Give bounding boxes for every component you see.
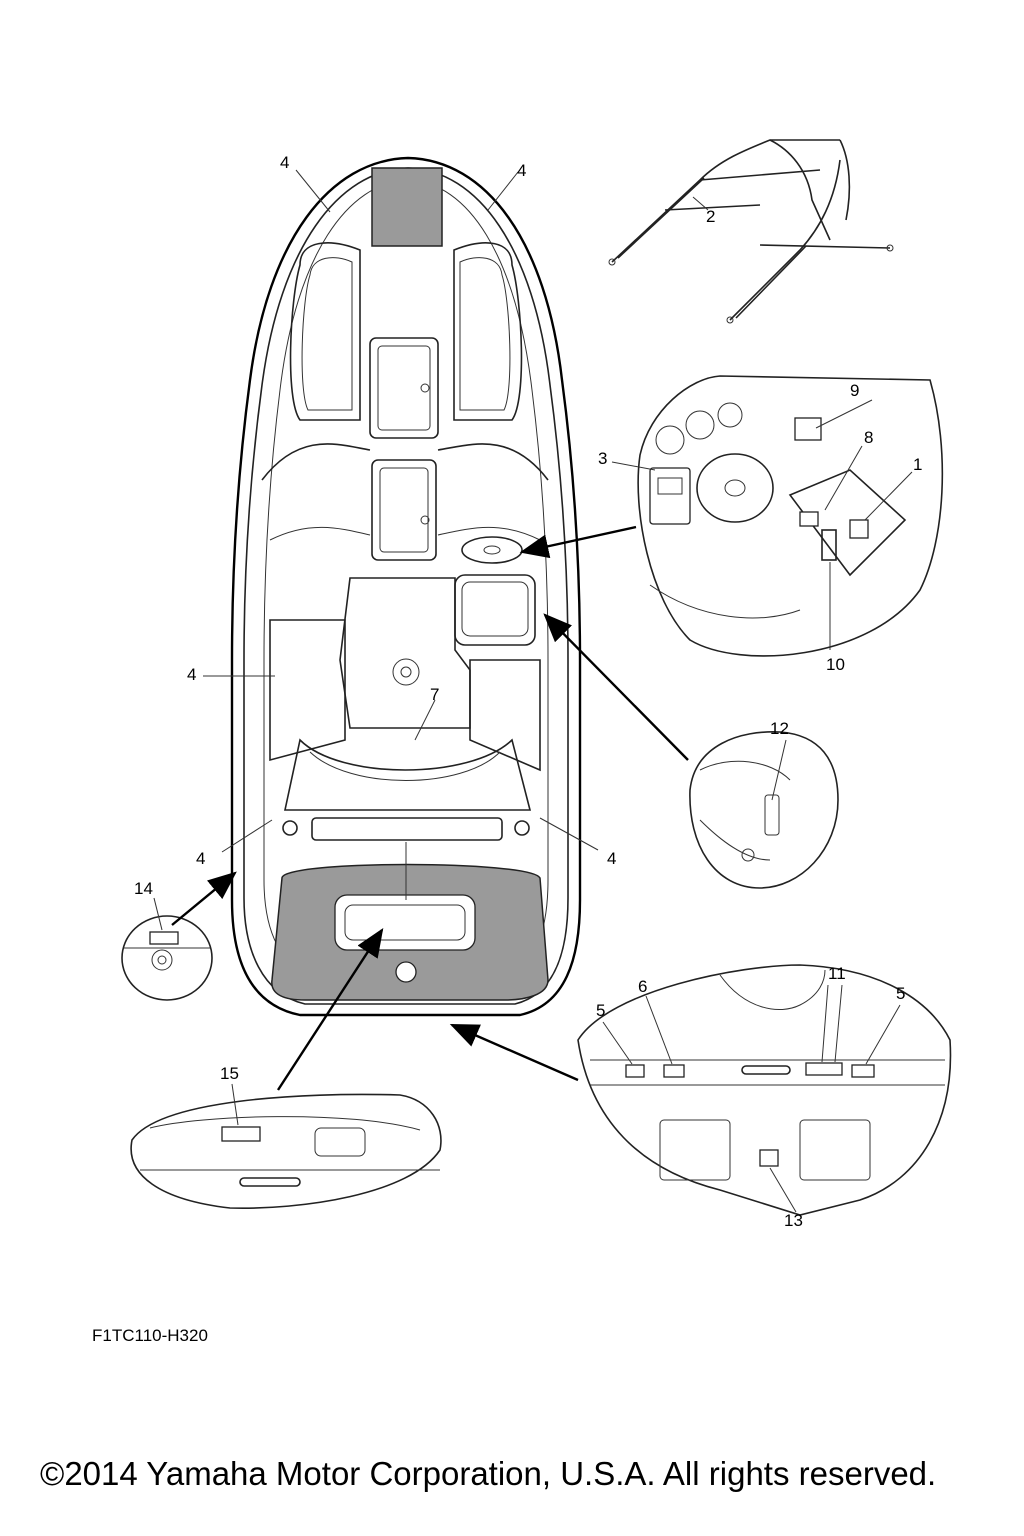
callout-4-bow-right: 4 (517, 161, 526, 180)
label-5-left (625, 1064, 645, 1078)
label-15 (221, 1126, 261, 1142)
callout-8: 8 (864, 428, 873, 447)
callout-12: 12 (770, 719, 789, 738)
detail-15 (130, 1093, 442, 1209)
boat-hull (230, 156, 582, 1017)
callout-5-right: 5 (896, 984, 905, 1003)
label-1 (849, 519, 869, 539)
detail-transom (577, 964, 952, 1216)
callout-13: 13 (784, 1211, 803, 1230)
callout-arrows (171, 525, 689, 1091)
callout-4-aft-left: 4 (196, 849, 205, 868)
callout-2: 2 (706, 207, 715, 226)
figure-code: F1TC110-H320 (92, 1326, 208, 1345)
label-8 (799, 511, 819, 527)
bow-mat (371, 167, 443, 247)
detail-12 (689, 731, 839, 889)
label-9 (794, 417, 822, 441)
label-14 (149, 931, 179, 945)
callout-4-aft-right: 4 (607, 849, 616, 868)
label-6 (663, 1064, 685, 1078)
detail-14 (121, 915, 213, 1001)
label-13 (759, 1149, 779, 1167)
callout-4-port-side: 4 (187, 665, 196, 684)
copyright-notice: ©2014 Yamaha Motor Corporation, U.S.A. A… (40, 1455, 937, 1492)
callout-14: 14 (134, 879, 153, 898)
callout-9: 9 (850, 381, 859, 400)
callout-15: 15 (220, 1064, 239, 1083)
callout-1: 1 (913, 455, 922, 474)
label-5-right (851, 1064, 875, 1078)
label-11 (805, 1062, 843, 1076)
callout-10: 10 (826, 655, 845, 674)
callout-11: 11 (828, 964, 846, 983)
callout-5-left: 5 (596, 1001, 605, 1020)
wakeboard-tower (608, 139, 894, 324)
callout-3: 3 (598, 449, 607, 468)
detail-dash (637, 375, 944, 657)
callout-4-bow-left: 4 (280, 153, 289, 172)
leader-lines (153, 169, 913, 1213)
callout-6: 6 (638, 977, 647, 996)
callout-7: 7 (430, 685, 439, 704)
callout-labels: 4 4 2 9 8 3 1 10 4 7 12 4 4 14 11 6 5 5 … (134, 153, 922, 1230)
